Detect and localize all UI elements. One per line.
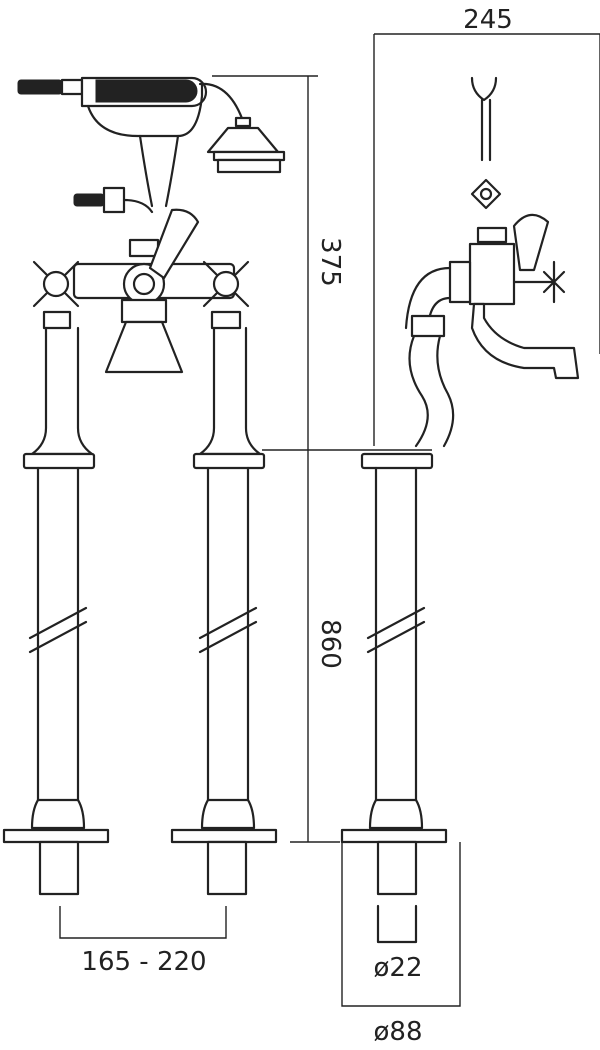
cold-cross-handle	[202, 260, 250, 330]
mixer-body	[72, 208, 236, 374]
hot-cross-handle	[32, 260, 80, 330]
right-standpipe	[170, 326, 278, 896]
hose-coil	[17, 78, 84, 96]
shower-head	[206, 116, 286, 174]
left-standpipe	[2, 326, 110, 896]
dimension-top-width: 245	[463, 5, 513, 35]
dimension-pipe-diameter: ø22	[374, 953, 423, 983]
dimension-centres: 165 - 220	[81, 947, 206, 977]
dimension-upper-height: 375	[315, 237, 345, 287]
shower-handset	[17, 76, 286, 208]
dimension-lines	[59, 33, 600, 1007]
dimension-base-diameter: ø88	[374, 1017, 423, 1047]
dimension-lower-height: 860	[315, 619, 345, 669]
diverter	[73, 186, 154, 214]
side-view	[340, 76, 580, 944]
